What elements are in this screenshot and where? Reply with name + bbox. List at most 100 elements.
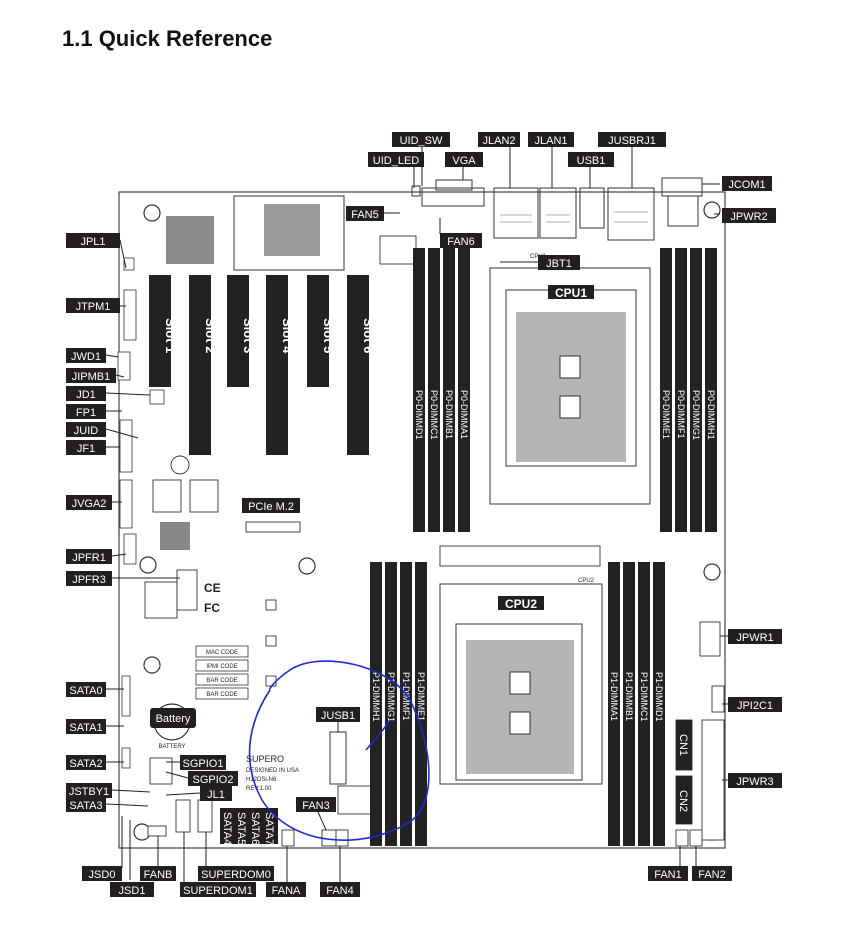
- fanb-label: FANB: [144, 869, 173, 881]
- jusb1-label: JUSB1: [321, 710, 355, 722]
- jpfr3-label: JPFR3: [72, 574, 106, 586]
- dimm-labels-cpu2-right: P1-DIMMA1 P1-DIMMB1 P1-DIMMC1 P1-DIMMD1: [609, 672, 664, 722]
- dimm-label: P0-DIMME1: [661, 390, 671, 439]
- jpwr3-label: JPWR3: [736, 776, 773, 788]
- slot-6-label: Slot 6: [361, 318, 376, 353]
- page-title: 1.1 Quick Reference: [62, 26, 273, 51]
- slot-4-label: Slot 4: [280, 318, 295, 354]
- jpwr1-label: JPWR1: [736, 632, 773, 644]
- dimm-label: P0-DIMMD1: [414, 390, 424, 440]
- code-labels: [195, 645, 249, 700]
- fp1-label: FP1: [76, 407, 96, 419]
- sata4-label: SATA4: [221, 812, 233, 845]
- left-headers: [117, 257, 165, 769]
- chip-bottom-left: [160, 522, 190, 550]
- jwd1-label: JWD1: [71, 351, 101, 363]
- fan1-label: FAN1: [654, 869, 682, 881]
- cn1-connector: [676, 720, 692, 770]
- sata7-label: SATA7: [263, 812, 275, 845]
- pcie-m2-label: PCIe M.2: [248, 501, 294, 513]
- cpu2-label: CPU2: [505, 597, 537, 611]
- pcie-slots: [149, 275, 369, 455]
- jusbrj1-label: JUSBRJ1: [608, 135, 656, 147]
- dimm-label: P1-DIMMG1: [386, 672, 396, 722]
- sata-block: [220, 808, 278, 844]
- jsd0-label: JSD0: [89, 869, 116, 881]
- dimm-labels-cpu1-right: P0-DIMME1 P0-DIMMF1 P0-DIMMG1 P0-DIMMH1: [661, 390, 716, 440]
- superdom1-label: SUPERDOM1: [183, 885, 253, 897]
- usb1-label: USB1: [577, 155, 606, 167]
- bmc-chip: [264, 204, 320, 256]
- fan3-label: FAN3: [302, 800, 330, 812]
- jipmb1-label: JIPMB1: [72, 371, 111, 383]
- misc-components: [144, 235, 725, 841]
- board-rev: REV:1.00: [246, 786, 272, 792]
- slot-2-label: Slot 2: [203, 318, 218, 353]
- callout-lines: [105, 146, 728, 882]
- sgpio1-label: SGPIO1: [183, 758, 224, 770]
- dimm-label: P1-DIMMB1: [624, 672, 634, 721]
- uid-sw-label: UID_SW: [400, 135, 443, 147]
- sata3-label: SATA3: [69, 800, 102, 812]
- superdom0-label: SUPERDOM0: [201, 869, 271, 881]
- jvga2-label: JVGA2: [72, 498, 107, 510]
- fan6-label: FAN6: [447, 236, 475, 248]
- dimm-label: P0-DIMMA1: [459, 390, 469, 439]
- battery: Battery BATTERY: [150, 703, 196, 750]
- dimm-slots: [370, 248, 717, 846]
- jtpm1-label: JTPM1: [76, 301, 111, 313]
- jlan1-label: JLAN1: [534, 135, 567, 147]
- mounting-holes: [133, 201, 721, 841]
- fc-mark: FC: [204, 601, 220, 615]
- sata2-label: SATA2: [69, 758, 102, 770]
- juid-label: JUID: [74, 425, 99, 437]
- ipmi-code: IPMI CODE: [206, 664, 237, 670]
- cn1-label: CN1: [677, 734, 689, 756]
- sata-block-labels: SATA4 SATA5 SATA6 SATA7: [221, 812, 275, 845]
- slot-5-label: Slot 5: [321, 318, 336, 353]
- cpu1-label: CPU1: [555, 286, 587, 300]
- fana-label: FANA: [272, 885, 301, 897]
- fan-headers: [147, 825, 703, 847]
- board-origin: DESIGNED IN USA: [246, 768, 299, 774]
- jd1-label: JD1: [76, 389, 96, 401]
- slot-1-label: Slot 1: [163, 318, 178, 353]
- pen-annotation: [248, 660, 430, 841]
- cn2-connector: [676, 776, 692, 824]
- callout-texts: UID_SW JLAN2 JLAN1 JUSBRJ1 UID_LED VGA U…: [69, 135, 774, 897]
- bar-code-1: BAR CODE: [206, 678, 237, 684]
- dimm-label: P0-DIMMB1: [444, 390, 454, 439]
- dimm-label: P1-DIMMH1: [371, 672, 381, 722]
- dimm-label: P1-DIMMD1: [654, 672, 664, 722]
- dimm-label: P1-DIMMC1: [639, 672, 649, 722]
- pcie-m2-box: [242, 498, 300, 513]
- dimm-label: P1-DIMMF1: [401, 672, 411, 721]
- battery-small-text: BATTERY: [158, 744, 185, 750]
- board-model: H12DSi-N6: [246, 777, 277, 783]
- jl1-label: JL1: [207, 789, 225, 801]
- dimm-label: P0-DIMMH1: [706, 390, 716, 440]
- slot-labels: Slot 1 Slot 2 Slot 3 Slot 4 Slot 5 Slot …: [163, 318, 376, 354]
- cpu2-small-text: CPU2: [578, 578, 595, 584]
- dimm-labels-cpu2-left: P1-DIMMH1 P1-DIMMG1 P1-DIMMF1 P1-DIMME1: [371, 672, 426, 722]
- cpu1-socket: CPU1 CPU1: [489, 254, 651, 505]
- dimm-label: P1-DIMME1: [416, 672, 426, 721]
- jpi2c1-label: JPI2C1: [737, 700, 773, 712]
- jusb1-header: [329, 731, 347, 785]
- fan5-label: FAN5: [351, 209, 379, 221]
- battery-label: Battery: [156, 713, 191, 725]
- dimm-label: P1-DIMMA1: [609, 672, 619, 721]
- dimm-label: P0-DIMMF1: [676, 390, 686, 439]
- mac-code: MAC CODE: [206, 650, 238, 656]
- jlan2-label: JLAN2: [482, 135, 515, 147]
- jpl1-label: JPL1: [80, 236, 105, 248]
- jbt1-label: JBT1: [546, 258, 572, 270]
- sata5-label: SATA5: [235, 812, 247, 845]
- jpfr1-label: JPFR1: [72, 552, 106, 564]
- slot-3-label: Slot 3: [241, 318, 256, 353]
- callout-labels: [66, 132, 782, 897]
- jpwr2-label: JPWR2: [730, 211, 767, 223]
- chip-left: [166, 216, 214, 264]
- vga-label: VGA: [452, 155, 476, 167]
